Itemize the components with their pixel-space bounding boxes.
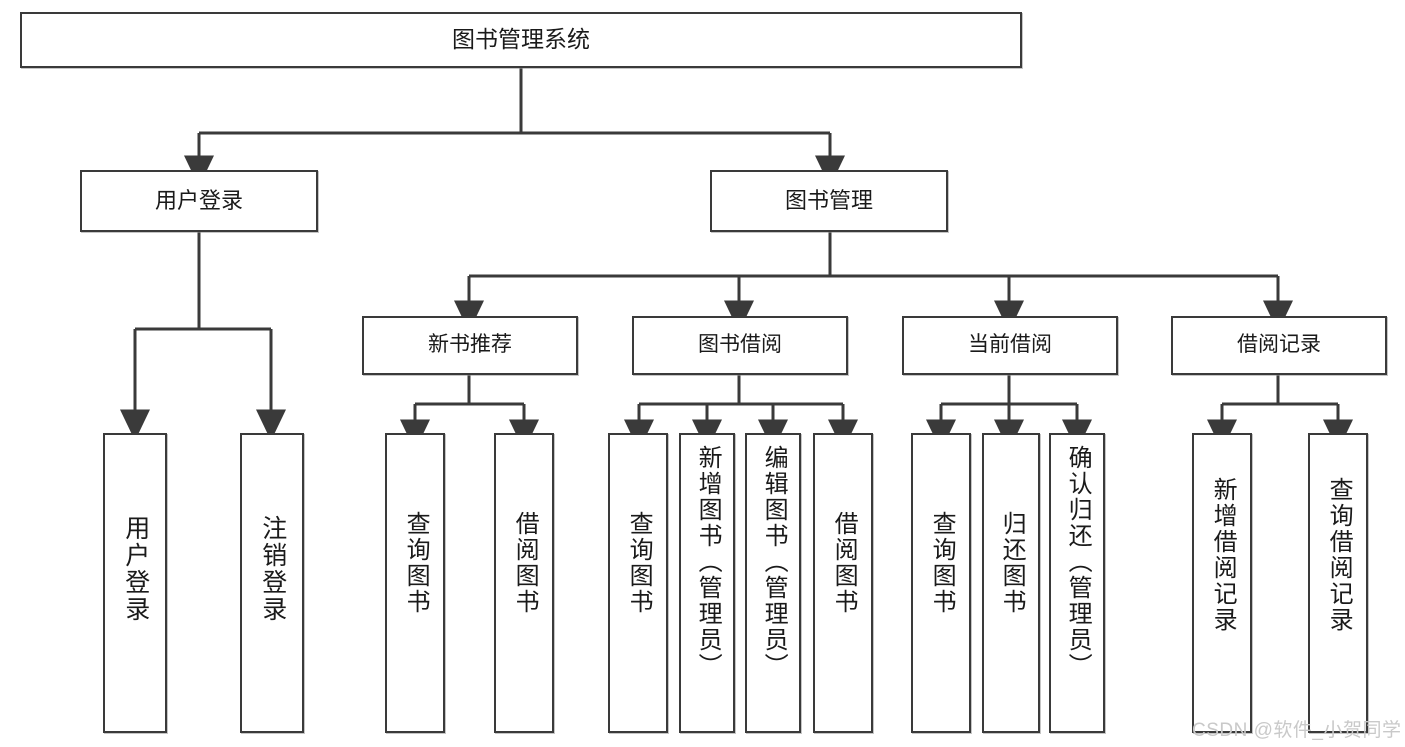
leaf-add-record-label: 新增借阅记录 — [1209, 477, 1237, 633]
leaf-confirm-return[interactable]: 确认归还（管理员） — [1049, 433, 1105, 733]
node-book-borrow[interactable]: 图书借阅 — [632, 316, 848, 375]
node-book-manage[interactable]: 图书管理 — [710, 170, 948, 232]
node-user-login[interactable]: 用户登录 — [80, 170, 318, 232]
leaf-borrow-book-2[interactable]: 借阅图书 — [813, 433, 873, 733]
node-borrow-record[interactable]: 借阅记录 — [1171, 316, 1387, 375]
leaf-add-book-label: 新增图书（管理员） — [694, 445, 722, 679]
leaf-user-logout[interactable]: 注销登录 — [240, 433, 304, 733]
leaf-edit-book[interactable]: 编辑图书（管理员） — [745, 433, 801, 733]
leaf-query-book-2-label: 查询图书 — [625, 511, 653, 615]
leaf-edit-book-label: 编辑图书（管理员） — [760, 445, 788, 679]
node-root-label: 图书管理系统 — [452, 26, 590, 53]
leaf-query-record[interactable]: 查询借阅记录 — [1308, 433, 1368, 733]
leaf-confirm-return-label: 确认归还（管理员） — [1064, 445, 1092, 679]
leaf-return-book[interactable]: 归还图书 — [982, 433, 1040, 733]
leaf-user-login-label: 用户登录 — [121, 515, 150, 623]
node-current-borrow-label: 当前借阅 — [968, 333, 1052, 357]
node-borrow-record-label: 借阅记录 — [1237, 333, 1321, 357]
leaf-query-book-2[interactable]: 查询图书 — [608, 433, 668, 733]
leaf-add-book[interactable]: 新增图书（管理员） — [679, 433, 735, 733]
node-user-login-label: 用户登录 — [154, 188, 243, 214]
leaf-query-book-1-label: 查询图书 — [402, 511, 430, 615]
node-root[interactable]: 图书管理系统 — [20, 12, 1022, 68]
node-current-borrow[interactable]: 当前借阅 — [902, 316, 1118, 375]
node-new-book-recommend-label: 新书推荐 — [428, 333, 512, 357]
leaf-add-record[interactable]: 新增借阅记录 — [1192, 433, 1252, 733]
leaf-borrow-book-2-label: 借阅图书 — [830, 511, 858, 615]
leaf-query-book-1[interactable]: 查询图书 — [385, 433, 445, 733]
leaf-user-login[interactable]: 用户登录 — [103, 433, 167, 733]
leaf-query-book-3-label: 查询图书 — [928, 511, 956, 615]
watermark-text: CSDN @软件_小贺同学 — [1192, 720, 1402, 741]
leaf-query-record-label: 查询借阅记录 — [1325, 477, 1353, 633]
leaf-borrow-book-1-label: 借阅图书 — [511, 511, 539, 615]
leaf-return-book-label: 归还图书 — [998, 511, 1026, 615]
node-new-book-recommend[interactable]: 新书推荐 — [362, 316, 578, 375]
leaf-query-book-3[interactable]: 查询图书 — [911, 433, 971, 733]
leaf-user-logout-label: 注销登录 — [258, 515, 287, 623]
node-book-manage-label: 图书管理 — [784, 188, 873, 214]
leaf-borrow-book-1[interactable]: 借阅图书 — [494, 433, 554, 733]
node-book-borrow-label: 图书借阅 — [698, 333, 782, 357]
